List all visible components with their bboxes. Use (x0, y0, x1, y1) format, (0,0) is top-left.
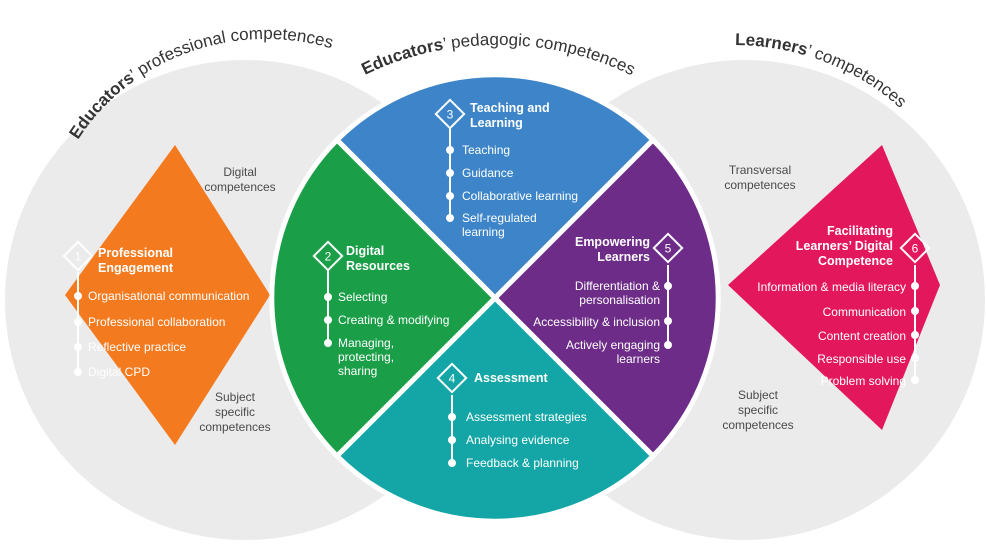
area-4-item: Feedback & planning (466, 456, 579, 470)
dot-icon (448, 413, 456, 421)
area-5-item: Differentiation & personalisation (574, 279, 660, 307)
area-1-item: Reflective practice (88, 340, 187, 354)
area-5-item: Accessibility & inclusion (533, 315, 660, 329)
area-2-diamond-icon: 2 (312, 240, 344, 272)
area-5-empowering-learners-shape (491, 136, 721, 460)
area-2-digital-resources-shape (269, 136, 499, 460)
svg-text:5: 5 (665, 242, 672, 256)
dot-icon (446, 192, 454, 200)
dot-icon (911, 282, 919, 290)
svg-text:3: 3 (447, 108, 454, 122)
area-3-item: Teaching (462, 143, 511, 157)
dot-icon (446, 146, 454, 154)
dot-icon (324, 316, 332, 324)
dot-icon (74, 368, 82, 376)
dot-icon (911, 331, 919, 339)
dot-icon (448, 459, 456, 467)
dot-icon (911, 354, 919, 362)
dot-icon (911, 376, 919, 384)
dot-icon (74, 343, 82, 351)
area-3-item: Self-regulated learning (462, 211, 537, 239)
svg-text:1: 1 (75, 250, 82, 264)
dot-icon (448, 436, 456, 444)
area-2-item: Managing, protecting, sharing (338, 336, 395, 378)
area-1-item: Professional collaboration (88, 315, 226, 329)
area-4-assessment-shape (333, 294, 657, 524)
svg-text:2: 2 (325, 250, 332, 264)
area-4-item: Analysing evidence (466, 433, 570, 447)
area-1-professional-engagement-shape (65, 145, 270, 445)
area-1-item: Organisational communication (88, 289, 250, 303)
connector-lines (74, 128, 919, 467)
area-1-item: Digital CPD (88, 365, 151, 379)
area-4-title: Assessment (474, 371, 548, 385)
area-5-item: Actively engaging learners (565, 338, 660, 366)
area-6-item: Responsible use (817, 352, 906, 366)
area-5-diamond-icon: 5 (652, 232, 684, 264)
area-1-diamond-icon: 1 (62, 240, 94, 272)
area-4-diamond-icon: 4 (436, 362, 468, 394)
area-4-item: Assessment strategies (466, 410, 587, 424)
area-2-item: Selecting (338, 290, 388, 304)
dot-icon (74, 318, 82, 326)
arc-title-pedagogic: Educators’ pedagogic competences (358, 30, 638, 79)
dot-icon (74, 292, 82, 300)
area-6-item: Communication (822, 305, 906, 319)
dot-icon (446, 169, 454, 177)
area-6-diamond-icon: 6 (899, 232, 931, 264)
area-6-item: Information & media literacy (757, 280, 906, 294)
pedagogic-circle (269, 72, 721, 524)
dot-icon (911, 307, 919, 315)
svg-text:4: 4 (449, 372, 456, 386)
area-3-item: Collaborative learning (462, 189, 579, 203)
area-3-diamond-icon: 3 (434, 98, 466, 130)
area-6-item: Problem solving (820, 374, 906, 388)
area-6-item: Content creation (817, 329, 906, 343)
dot-icon (664, 341, 672, 349)
dot-icon (664, 282, 672, 290)
dot-icon (324, 293, 332, 301)
dot-icon (446, 214, 454, 222)
svg-text:6: 6 (912, 242, 919, 256)
dot-icon (324, 339, 332, 347)
area-2-item: Creating & modifying (338, 313, 450, 327)
dot-icon (664, 317, 672, 325)
area-number-badges: 1 2 3 4 5 6 (62, 98, 931, 394)
area-3-teaching-learning-shape (333, 72, 657, 302)
area-6-learners-digital-competence-shape (728, 145, 940, 430)
area-3-item: Guidance (462, 166, 514, 180)
